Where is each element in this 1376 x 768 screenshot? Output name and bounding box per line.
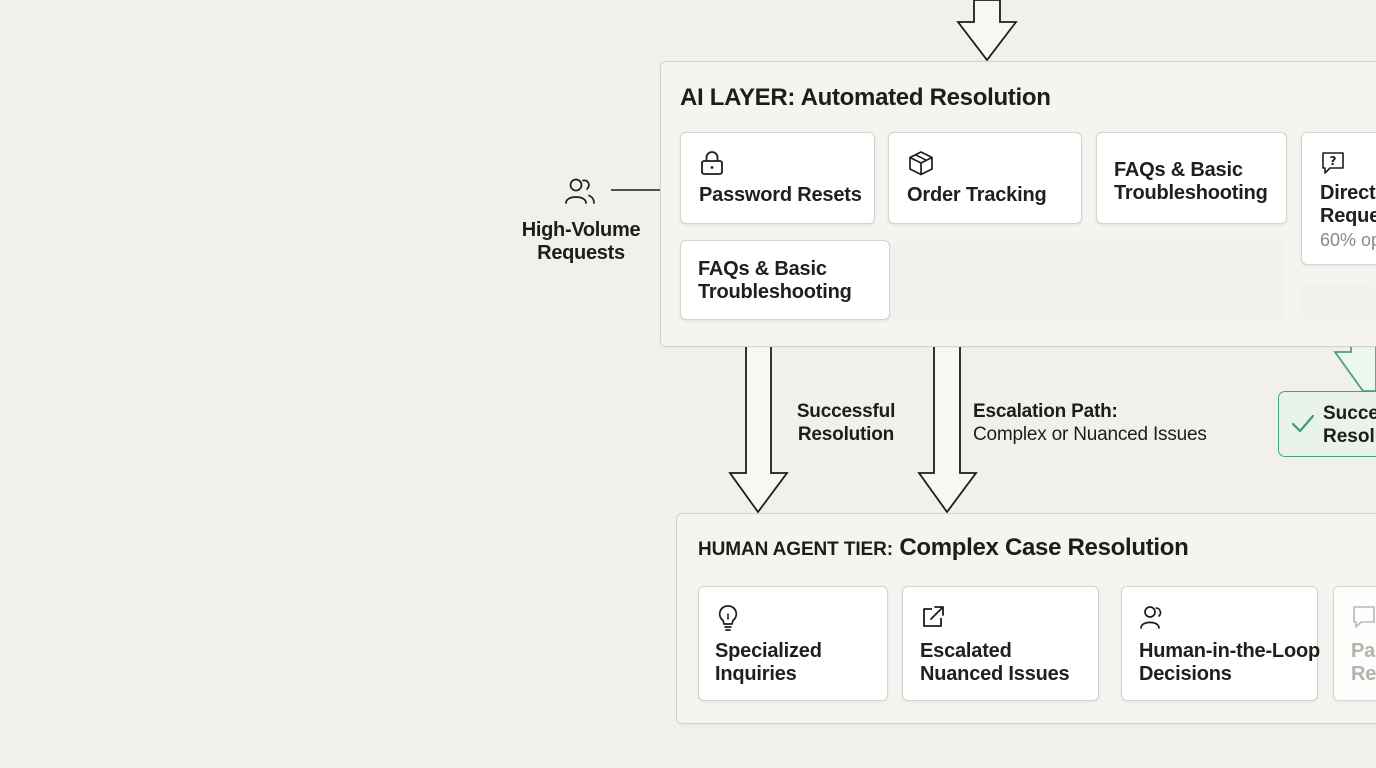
source-label: High-Volume Requests <box>521 219 641 264</box>
user-check-icon <box>1139 604 1167 635</box>
card-label: Direct Reque <box>1320 182 1376 227</box>
success-badge: Succe Resolu <box>1278 391 1376 457</box>
users-icon <box>564 176 596 211</box>
card-label: Human-in-the-Loop Decisions <box>1139 640 1321 685</box>
card-specialized-inquiries[interactable]: Specialized Inquiries <box>698 586 888 701</box>
card-direct-requests[interactable]: ? Direct Reque 60% op <box>1301 132 1376 265</box>
escalation-flow-label: Escalation Path: Complex or Nuanced Issu… <box>973 401 1207 445</box>
card-password-resets[interactable]: Password Resets <box>680 132 875 224</box>
card-label: Pas Res <box>1351 640 1376 685</box>
check-icon <box>1291 413 1315 440</box>
card-label: FAQs & Basic Troubleshooting <box>698 258 852 303</box>
source-node: High-Volume Requests <box>520 174 642 274</box>
placeholder-slot <box>892 241 1286 319</box>
card-label: Escalated Nuanced Issues <box>920 640 1070 685</box>
card-faqs-basic-troubleshooting[interactable]: FAQs & Basic Troubleshooting <box>1096 132 1287 224</box>
success-badge-label: Succe Resolu <box>1323 403 1376 447</box>
card-label: Specialized Inquiries <box>715 640 822 685</box>
human-tier-title: HUMAN AGENT TIER: Complex Case Resolutio… <box>698 534 1189 561</box>
incoming-arrow <box>956 0 1018 62</box>
card-human-in-the-loop[interactable]: Human-in-the-Loop Decisions <box>1121 586 1321 701</box>
package-icon <box>907 149 935 182</box>
card-note: 60% op <box>1320 230 1376 250</box>
question-bubble-icon: ? <box>1320 150 1346 181</box>
card-faqs-basic-troubleshooting-2[interactable]: FAQs & Basic Troubleshooting <box>680 240 890 320</box>
card-past-resolutions[interactable]: Pas Res <box>1333 586 1376 701</box>
svg-text:?: ? <box>1330 154 1337 168</box>
card-label: Password Resets <box>699 184 862 206</box>
card-escalated-nuanced-issues[interactable]: Escalated Nuanced Issues <box>902 586 1099 701</box>
success-down-arrow <box>728 345 789 514</box>
card-order-tracking[interactable]: Order Tracking <box>888 132 1082 224</box>
escalation-down-arrow <box>917 345 978 514</box>
chat-bubble-icon <box>1351 604 1376 635</box>
ai-layer-title: AI LAYER: Automated Resolution <box>680 84 1051 111</box>
external-link-icon <box>920 604 946 635</box>
card-label: FAQs & Basic Troubleshooting <box>1114 159 1268 204</box>
placeholder-slot-right <box>1302 286 1376 319</box>
success-flow-label: Successful Resolution <box>796 401 896 445</box>
lightbulb-icon <box>717 604 739 637</box>
lock-icon <box>700 150 724 181</box>
card-label: Order Tracking <box>907 184 1047 206</box>
